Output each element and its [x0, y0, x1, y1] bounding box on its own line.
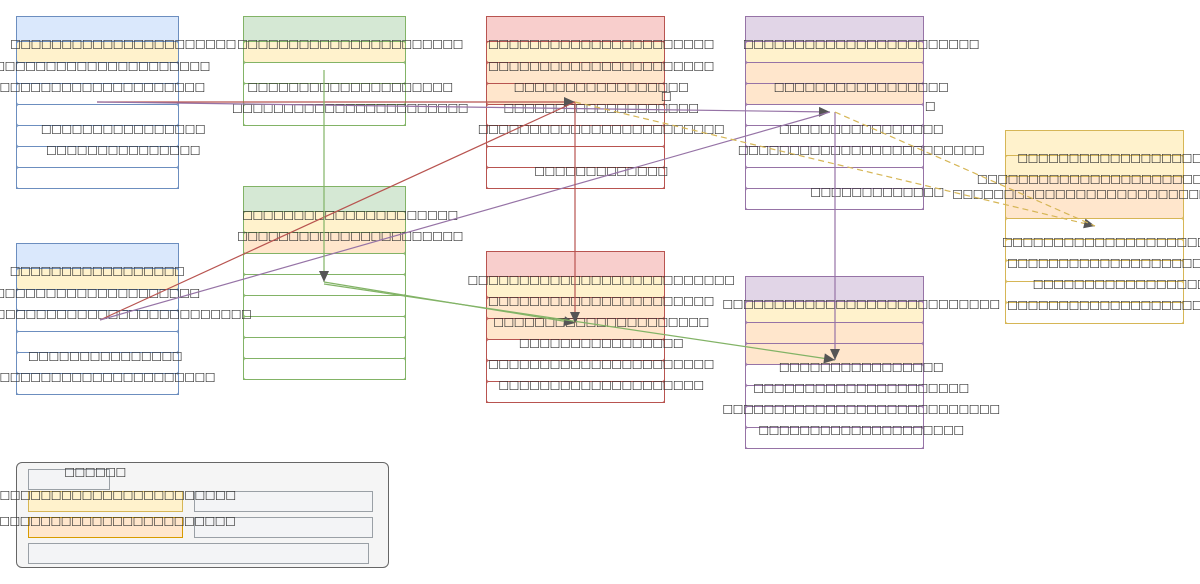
column-label: □□□□□□□□□□□□□□□□□□□□□	[493, 314, 709, 329]
column-label: □□□□□□□□□□□□□□□□□□□□□□□	[742, 36, 980, 51]
column-label: □□□□□□□□□□□□□□□□□□□□□□	[488, 356, 714, 371]
column-row[interactable]	[243, 337, 406, 359]
entity-header	[16, 16, 179, 42]
legend-primary-key-label: □□□□□□□□□□□□□□□□□□□□□□□□□□□	[0, 487, 236, 502]
column-row[interactable]	[243, 295, 406, 317]
column-label: □□□□□□□□□□□□□□□□□□□□□□	[488, 36, 714, 51]
stray-label: □	[924, 98, 936, 113]
column-row[interactable]	[16, 373, 179, 395]
column-label: □□□□□□□□□□□□□□□□□□□	[503, 100, 699, 115]
column-label: □□□□□□□□□□□□□□□□	[518, 335, 684, 350]
column-label: □□□□□□□□□□□□□	[534, 163, 668, 178]
column-label: □□□□□□□□□□□□□□□□□□□□□□	[488, 293, 714, 308]
column-label: □□□□□□□□□□□□□□□□□□□□□□	[237, 36, 463, 51]
column-label: □□□□□□□□□□□□□□□□□□□□□□□	[231, 100, 469, 115]
column-row[interactable]	[1005, 302, 1184, 324]
column-label: □□□□□□□□□□□□□□□□□□□□□	[753, 380, 969, 395]
column-row[interactable]	[486, 381, 665, 403]
column-label: □□□□□□□□□□□□□□□□□	[513, 79, 689, 94]
column-label: □□□□□□□□□□□□□□□□□□□□□□□	[0, 369, 216, 384]
column-label: □□□□□□□□□□□□□	[810, 184, 944, 199]
column-label: □□□□□□□□□□□□□□□□□□□□□□	[1007, 297, 1200, 312]
column-label: □□□□□□□□□□□□□□□□□	[9, 263, 185, 278]
column-label: □□□□□□□□□□□□□□□□	[40, 121, 206, 136]
legend-foreign-key-label: □□□□□□□□□□□□□□□□□□□□□□□□□	[0, 513, 236, 528]
column-label: □□□□□□□□□□□□□□□□□□□□□□□□	[737, 142, 985, 157]
legend-field-box	[194, 491, 373, 512]
column-row[interactable]	[745, 427, 924, 449]
column-label: □□□□□□□□□□□□□□□□□□□□	[0, 285, 200, 300]
column-label: □□□□□□□□□□□□□□□□□	[773, 79, 949, 94]
legend-title-box	[28, 469, 110, 490]
legend-title: □□□□□□	[64, 464, 126, 479]
column-label: □□□□□□□□□□□□□□□□□□□□	[758, 422, 964, 437]
column-row[interactable]	[16, 167, 179, 189]
legend-field-box	[28, 543, 369, 564]
legend-field-box	[194, 517, 373, 538]
column-row[interactable]	[243, 358, 406, 380]
column-label: □□□□□□□□□□□□□□□□	[778, 121, 944, 136]
column-label: □□□□□□□□□□□□□□□□□□□□□□□□	[976, 171, 1200, 186]
column-label: □□□□□□□□□□□□□□□□□□□□□□□□□	[0, 306, 252, 321]
column-label: □□□□□□□□□□□□□□□	[28, 348, 183, 363]
column-label: □□□□□□□□□□□□□□□□□	[1032, 276, 1200, 291]
column-label: □□□□□□□□□□□□□□□□□□□□	[1017, 150, 1200, 165]
column-label: □□□□□□□□□□□□□□□□	[778, 359, 944, 374]
column-label: □□□□□□□□□□□□□□□□□□□□□□□□□□□□	[952, 186, 1200, 201]
foreign-key-row[interactable]	[745, 322, 924, 344]
column-row[interactable]	[243, 274, 406, 296]
legend-foreign-key-swatch	[28, 517, 183, 538]
column-row[interactable]	[243, 253, 406, 275]
column-label: □□□□□□□□□□□□□□□□□□□□□□□□□□□	[722, 296, 1000, 311]
column-label: □□□□□□□□□□□□□□□□□□□□□□□□□□	[467, 272, 736, 287]
column-label: □□□□□□□□□□□□□□□□□□□□□	[0, 79, 205, 94]
column-label: □□□□□□□□□□□□□□□□□□□□□□	[10, 36, 236, 51]
column-label: □□□□□□□□□□□□□□□□□□□□□□□□□□□	[722, 401, 1000, 416]
column-label: □□□□□□□□□□□□□□□□□□□□	[498, 377, 704, 392]
column-label: □□□□□□□□□□□□□□□□□□□□□□□□	[477, 121, 725, 136]
stray-label: □	[660, 88, 672, 103]
column-label: □□□□□□□□□□□□□□□□□□□□□□	[488, 58, 714, 73]
column-label: □□□□□□□□□□□□□□□□□□□□□□	[1007, 255, 1200, 270]
column-label: □□□□□□□□□□□□□□□□□□□□□□	[0, 58, 211, 73]
column-label: □□□□□□□□□□□□□□□□□□□□□□	[237, 228, 463, 243]
column-label: □□□□□□□□□□□□□□□□□□□□	[247, 79, 453, 94]
column-label: □□□□□□□□□□□□□□□□□□□□□□□	[1001, 234, 1200, 249]
column-row[interactable]	[243, 316, 406, 338]
column-label: □□□□□□□□□□□□□□□□□□□□□	[242, 207, 458, 222]
column-label: □□□□□□□□□□□□□□□	[46, 142, 201, 157]
legend-primary-key-swatch	[28, 491, 183, 512]
